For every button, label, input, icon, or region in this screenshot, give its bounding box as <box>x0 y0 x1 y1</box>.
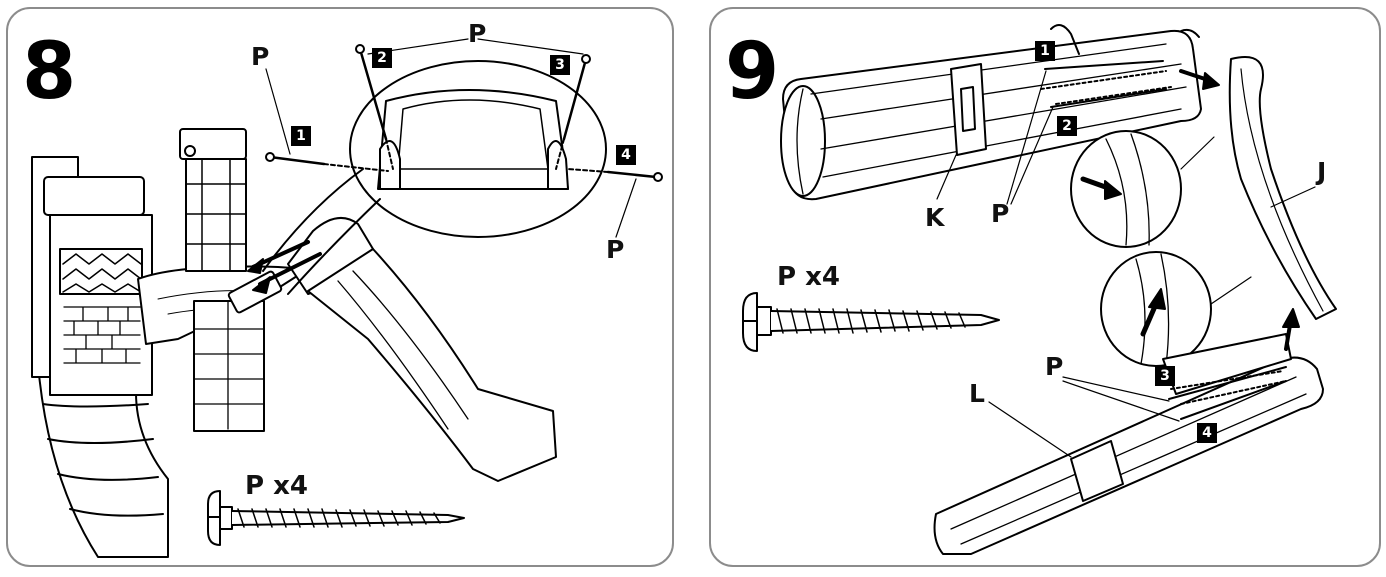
label-p-top: P <box>468 19 487 48</box>
label-j: J <box>1317 157 1327 186</box>
step-8-illustration <box>8 9 674 567</box>
screw-1 <box>1045 61 1163 69</box>
support-column <box>194 301 264 431</box>
step-9-panel: 9 K P J L P P x4 1 2 3 4 <box>709 7 1381 567</box>
step-badge-3: 3 <box>1155 366 1175 386</box>
screw-1 <box>270 157 324 164</box>
screw-2 <box>1051 89 1166 107</box>
label-p-left: P <box>251 42 270 71</box>
log-part-k <box>781 25 1201 199</box>
detail-bubble-upper <box>1071 131 1181 247</box>
screw-2 <box>360 49 386 139</box>
log-part-l <box>935 334 1323 554</box>
step-badge-4: 4 <box>616 145 636 165</box>
step-badge-3: 3 <box>550 55 570 75</box>
screw-detail <box>743 293 999 351</box>
step-badge-2: 2 <box>372 48 392 68</box>
label-p-lower: P <box>1045 352 1064 381</box>
quantity-label: P x4 <box>245 471 308 501</box>
screw-3 <box>1169 367 1286 399</box>
quantity-label: P x4 <box>777 262 840 292</box>
label-l: L <box>969 379 985 408</box>
step-badge-4: 4 <box>1197 423 1217 443</box>
tower-front <box>50 215 152 395</box>
tower-cap <box>44 177 144 215</box>
slide-body <box>308 249 556 481</box>
step-number: 8 <box>22 27 76 117</box>
step-badge-2: 2 <box>1057 116 1077 136</box>
step-badge-1: 1 <box>291 126 311 146</box>
step-badge-1: 1 <box>1035 41 1055 61</box>
step-8-panel: 8 P P P P x4 1 2 3 4 <box>6 7 674 567</box>
screw-detail <box>208 491 464 545</box>
label-p-mid: P <box>991 199 1010 228</box>
detail-bubble <box>350 61 606 237</box>
back-tower <box>186 159 246 271</box>
step-9-illustration <box>711 9 1381 567</box>
label-p-right: P <box>606 235 625 264</box>
label-k: K <box>925 203 945 232</box>
screw-4 <box>608 172 656 177</box>
curved-part-j <box>1230 57 1336 319</box>
screw-4 <box>1181 381 1286 419</box>
step-number: 9 <box>725 27 779 117</box>
screw-3 <box>564 59 586 139</box>
